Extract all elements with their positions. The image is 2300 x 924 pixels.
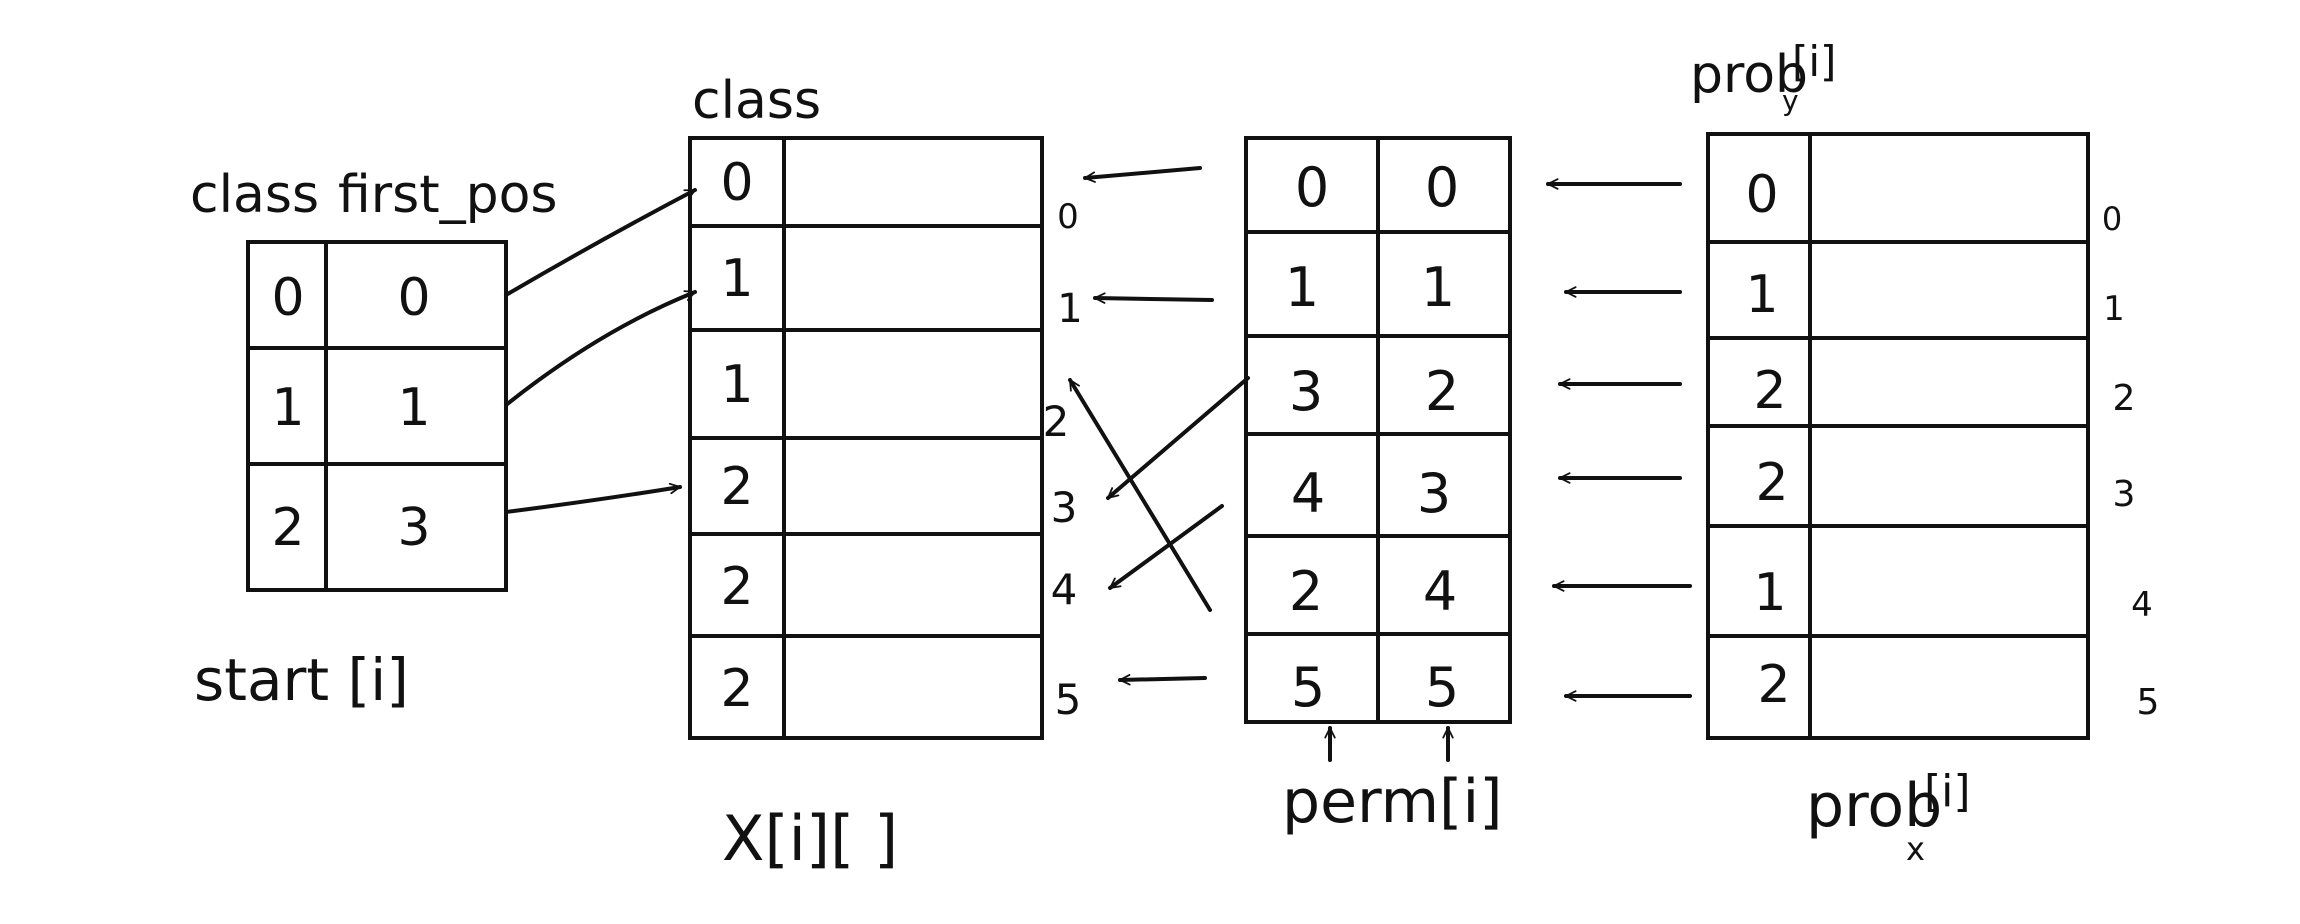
prob-value-1: 1 [1745, 265, 1778, 325]
x-caption: X[i][ ] [722, 802, 898, 875]
prob-row-index-0: 0 [2102, 200, 2122, 238]
perm-b-4: 4 [1423, 560, 1457, 623]
arrow-first-pos-1 [504, 290, 697, 407]
x-row-index-3: 3 [1051, 483, 1078, 532]
perm-a-5: 5 [1291, 656, 1325, 719]
prob-row-index-5: 5 [2137, 682, 2160, 723]
start-table: class first_pos 0 0 1 1 2 3 start [i] [190, 165, 558, 714]
x-class-4: 2 [720, 557, 753, 617]
prob-header-suffix: [i] [1792, 37, 1836, 86]
perm-a-3: 4 [1291, 462, 1325, 525]
perm-a-2: 3 [1289, 360, 1323, 423]
start-cell-pos-0: 0 [397, 268, 430, 328]
prob-row-index-2: 2 [2113, 378, 2136, 419]
start-header-class: class [190, 165, 319, 225]
start-cell-pos-1: 1 [397, 378, 430, 438]
perm-table: 0 0 1 1 3 2 4 3 2 4 5 5 perm[i] [1244, 136, 1512, 837]
prob-row-index-4: 4 [2131, 585, 2153, 625]
x-class-3: 2 [720, 457, 753, 517]
prob-value-3: 2 [1755, 453, 1788, 513]
x-row-index-4: 4 [1051, 565, 1078, 614]
x-class-5: 2 [720, 659, 753, 719]
x-table: class 0 1 1 2 2 2 0 1 2 3 4 5 X[i][ ] [688, 71, 1083, 875]
arrow-perm-row-4 [1068, 378, 1212, 612]
x-row-index-0: 0 [1057, 197, 1079, 237]
prob-table: prob y [i] 0 1 2 2 1 2 0 1 2 3 4 5 prob … [1690, 37, 2159, 868]
perm-a-1: 1 [1285, 256, 1319, 319]
perm-to-x-arrows [1068, 166, 1250, 680]
perm-grid [1244, 136, 1512, 724]
arrow-perm-row-0 [1083, 166, 1202, 178]
x-grid [688, 136, 1044, 740]
perm-a-4: 2 [1289, 560, 1323, 623]
x-row-index-2: 2 [1043, 397, 1070, 446]
arrow-first-pos-0 [504, 188, 697, 297]
perm-a-0: 0 [1295, 156, 1329, 219]
arrow-perm-row-5 [1118, 678, 1207, 680]
prob-caption: prob x [i] [1806, 766, 1971, 868]
perm-b-5: 5 [1425, 656, 1459, 719]
perm-b-1: 1 [1421, 256, 1455, 319]
prob-value-5: 2 [1757, 655, 1790, 715]
arrow-perm-row-3 [1108, 504, 1224, 590]
x-class-1: 1 [720, 249, 753, 309]
prob-row-index-1: 1 [2103, 289, 2125, 329]
x-row-index-1: 1 [1057, 286, 1082, 332]
perm-b-0: 0 [1425, 156, 1459, 219]
prob-header-sub: y [1782, 84, 1799, 117]
start-header-first-pos: first_pos [338, 165, 558, 225]
start-grid [246, 240, 508, 592]
perm-caption: perm[i] [1282, 767, 1503, 837]
perm-b-3: 3 [1417, 462, 1451, 525]
prob-value-2: 2 [1753, 361, 1786, 421]
prob-caption-label: prob [1806, 771, 1942, 841]
start-caption: start [i] [194, 646, 409, 714]
prob-header-label: prob [1690, 45, 1808, 105]
x-header-class: class [692, 71, 821, 131]
start-cell-pos-2: 3 [397, 498, 430, 558]
prob-caption-suffix: [i] [1924, 766, 1971, 817]
prob-header: prob y [i] [1690, 37, 1836, 117]
prob-to-perm-arrows [1546, 184, 1692, 696]
prob-caption-sub: x [1906, 830, 1925, 868]
start-cell-class-2: 2 [271, 498, 304, 558]
start-cell-class-1: 1 [271, 378, 304, 438]
prob-value-4: 1 [1753, 563, 1786, 623]
start-cell-class-0: 0 [271, 268, 304, 328]
x-row-index-5: 5 [1055, 675, 1082, 724]
x-class-2: 1 [720, 355, 753, 415]
prob-value-0: 0 [1745, 165, 1778, 225]
prob-grid [1706, 132, 2090, 740]
perm-b-2: 2 [1425, 360, 1459, 423]
start-to-x-arrows [504, 188, 697, 514]
prob-row-index-3: 3 [2113, 474, 2136, 515]
arrow-first-pos-3 [504, 487, 682, 514]
x-class-0: 0 [720, 153, 753, 213]
arrow-perm-row-1 [1093, 298, 1214, 300]
